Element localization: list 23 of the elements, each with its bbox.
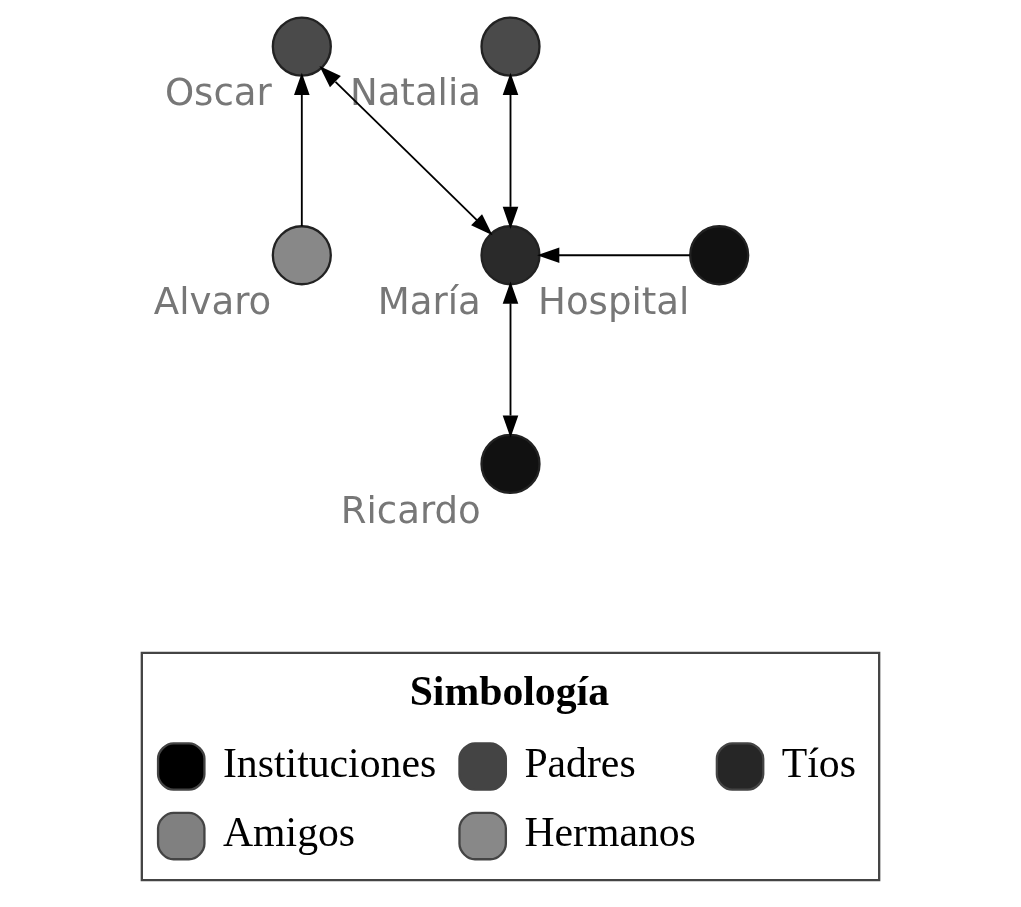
arrow [294,72,310,228]
node-circle [271,16,332,77]
label: Simbología [409,667,610,714]
node-label: Hospital [538,279,690,323]
node-label: Oscar [164,71,272,115]
legend-label: Padres [524,739,636,786]
node-circle [480,16,541,77]
arrow [502,281,519,438]
node-circle [480,225,541,286]
node-label: Ricardo [340,488,481,532]
node-label: Alvaro [153,279,272,323]
node-circle [480,433,541,495]
node-circle [271,225,332,286]
arrow [537,247,691,264]
node-circle [689,225,750,286]
legend-label: Amigos [222,809,356,856]
arrow [319,66,493,236]
legend-label: Hermanos [524,809,696,856]
node-label: Natalia [349,71,481,115]
arrow [502,72,519,230]
legend-label: Instituciones [222,739,437,786]
legend-label: Tíos [781,739,856,786]
node-label: María [377,279,481,323]
